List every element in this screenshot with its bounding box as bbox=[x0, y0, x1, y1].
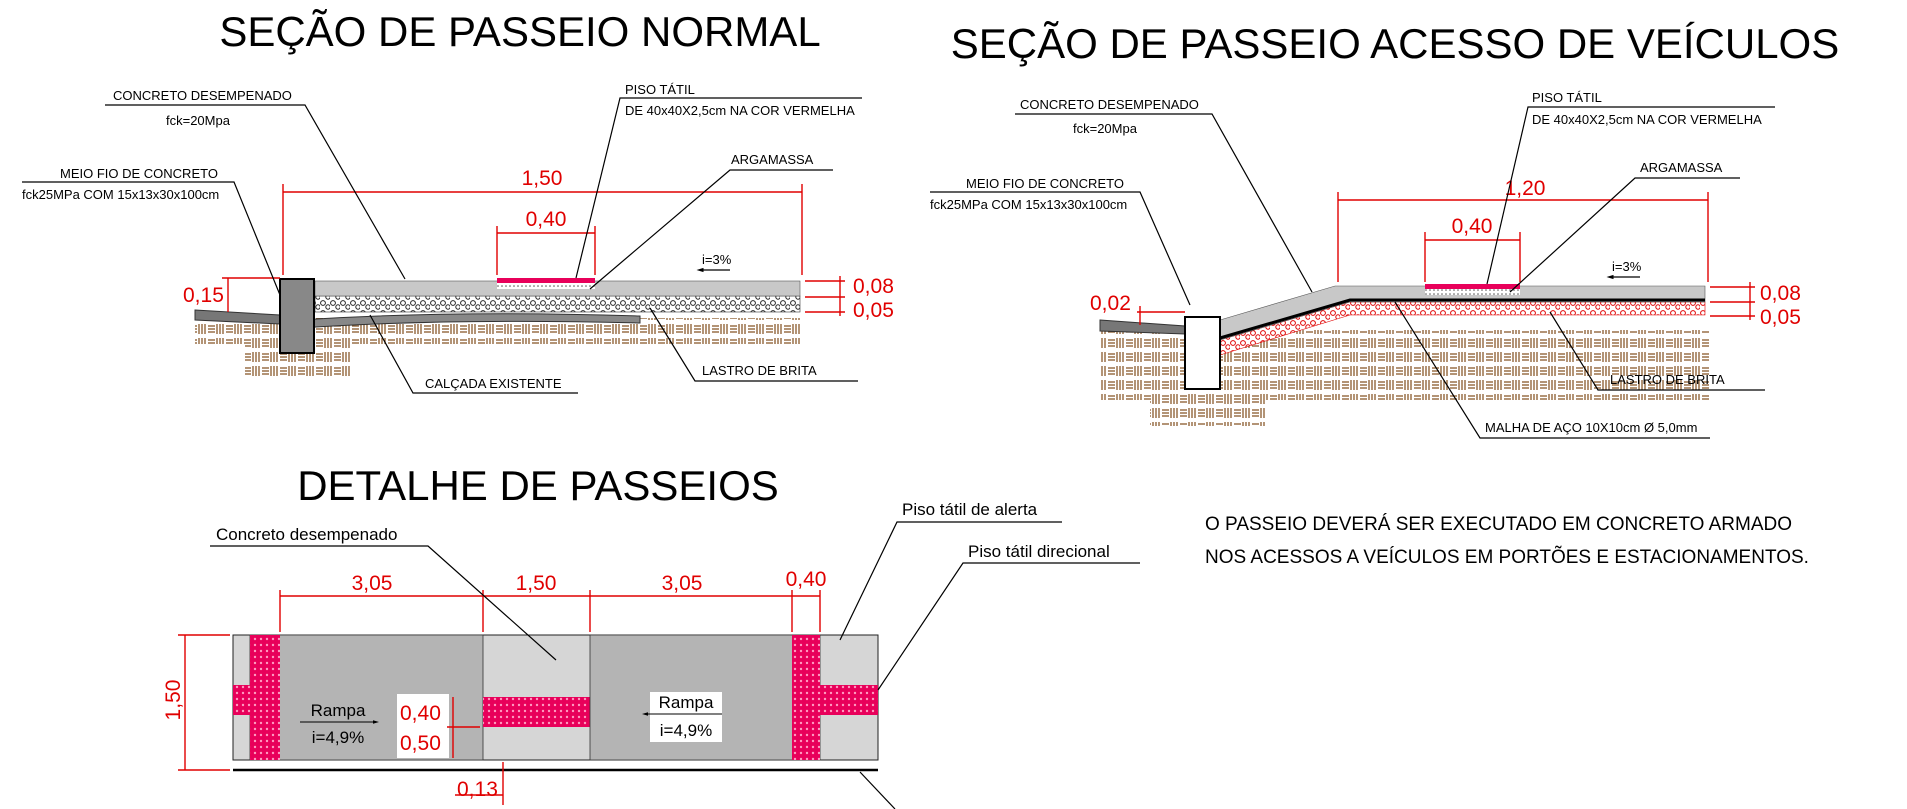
existing-sidewalk bbox=[299, 313, 641, 329]
leader-concrete bbox=[1015, 113, 1313, 293]
dim-tactile-value: 0,40 bbox=[1452, 215, 1493, 238]
leader-gravel bbox=[1549, 311, 1765, 391]
alert-tactile-left bbox=[250, 635, 280, 760]
tactile-spec: DE 40x40X2,5cm NA COR VERMELHA bbox=[1532, 112, 1762, 127]
curb-spec: fck25MPa COM 15x13x30x100cm bbox=[930, 197, 1127, 212]
dim-curb-value: 0,15 bbox=[183, 284, 224, 307]
road-pavement bbox=[1099, 319, 1186, 335]
concrete-label: CONCRETO DESEMPENADO bbox=[1020, 97, 1199, 112]
concrete-desempenado-label: Concreto desempenado bbox=[216, 525, 397, 544]
curb-spec: fck25MPa COM 15x13x30x100cm bbox=[22, 187, 219, 202]
leader-existing bbox=[369, 314, 578, 394]
leader-mesh bbox=[1394, 301, 1710, 439]
dim-height-value: 1,50 bbox=[162, 680, 185, 721]
concrete-label: CONCRETO DESEMPENADO bbox=[113, 88, 292, 103]
ramp-left-slope: i=4,9% bbox=[312, 728, 364, 747]
directional-tactile-left bbox=[233, 685, 250, 715]
section-vehicle: SEÇÃO DE PASSEIO ACESSO DE VEÍCULOS i=3%… bbox=[930, 20, 1840, 439]
leader-curb bbox=[930, 191, 1191, 306]
leader-alert bbox=[839, 521, 1062, 641]
directional-label: Piso tátil direcional bbox=[968, 542, 1110, 561]
slope-label: i=3% bbox=[702, 252, 732, 267]
mortar-layer bbox=[497, 283, 595, 289]
curb-label: MEIO FIO DE CONCRETO bbox=[60, 166, 218, 181]
leader-mortar bbox=[1509, 177, 1740, 293]
existing-label: CALÇADA EXISTENTE bbox=[425, 376, 562, 391]
gravel-base bbox=[314, 295, 801, 313]
directional-tactile-center bbox=[483, 697, 590, 727]
ramp-left-label: Rampa bbox=[311, 701, 366, 720]
dim-curb-value: 0,02 bbox=[1090, 292, 1131, 315]
leader-bottom bbox=[859, 771, 896, 809]
concrete-fck: fck=20Mpa bbox=[166, 113, 231, 128]
dim-top-value: 0,08 bbox=[853, 275, 894, 298]
ramp-right-box bbox=[650, 692, 722, 742]
steel-mesh bbox=[1219, 298, 1705, 340]
leader-mortar bbox=[589, 169, 833, 290]
dim-c-value: 3,05 bbox=[662, 572, 703, 595]
dim-width-value: 1,20 bbox=[1505, 177, 1546, 200]
slope-label: i=3% bbox=[1612, 259, 1642, 274]
dim-base-value: 0,05 bbox=[853, 299, 894, 322]
ramp-right-label: Rampa bbox=[659, 693, 714, 712]
gravel-label: LASTRO DE BRITA bbox=[1610, 372, 1725, 387]
alert-label: Piso tátil de alerta bbox=[902, 500, 1038, 519]
dim-tactile-value: 0,40 bbox=[526, 208, 567, 231]
dim-b-value: 1,50 bbox=[516, 572, 557, 595]
ramp-right-slope: i=4,9% bbox=[660, 721, 712, 740]
curb bbox=[1184, 316, 1221, 390]
leader-tactile bbox=[1486, 106, 1775, 285]
mortar-label: ARGAMASSA bbox=[1640, 160, 1723, 175]
leader-gravel bbox=[649, 307, 858, 382]
section-normal: SEÇÃO DE PASSEIO NORMAL i=3% 1,50 0,40 bbox=[22, 8, 894, 394]
leader-tactile bbox=[575, 97, 862, 279]
soil-layer-lower bbox=[1150, 400, 1265, 426]
tactile-label: PISO TÁTIL bbox=[625, 82, 695, 97]
tactile-tile bbox=[1425, 284, 1520, 289]
mortar-label: ARGAMASSA bbox=[731, 152, 814, 167]
dim-d-value: 0,40 bbox=[786, 568, 827, 591]
curb bbox=[279, 278, 315, 354]
mesh-label: MALHA DE AÇO 10X10cm Ø 5,0mm bbox=[1485, 420, 1697, 435]
alert-tactile-right bbox=[792, 635, 820, 760]
leader-concrete bbox=[210, 545, 557, 661]
dim-top-value: 0,08 bbox=[1760, 282, 1801, 305]
tactile-tile bbox=[497, 278, 595, 283]
tactile-label: PISO TÁTIL bbox=[1532, 90, 1602, 105]
mortar-layer bbox=[1425, 289, 1520, 295]
note-line-2: NOS ACESSOS A VEÍCULOS EM PORTÕES E ESTA… bbox=[1205, 546, 1809, 568]
section-normal-title: SEÇÃO DE PASSEIO NORMAL bbox=[219, 8, 820, 55]
detail-plan: DETALHE DE PASSEIOS 3,05 1,50 3,05 0,40 … bbox=[162, 462, 1140, 809]
note-line-1: O PASSEIO DEVERÁ SER EXECUTADO EM CONCRE… bbox=[1205, 514, 1792, 535]
gravel-label: LASTRO DE BRITA bbox=[702, 363, 817, 378]
dim-box bbox=[397, 694, 449, 758]
leader-directional bbox=[877, 562, 1140, 691]
dim-base-value: 0,05 bbox=[1760, 306, 1801, 329]
tactile-spec: DE 40x40X2,5cm NA COR VERMELHA bbox=[625, 103, 855, 118]
dim-f-value: 0,50 bbox=[400, 732, 441, 755]
leader-curb bbox=[22, 181, 281, 296]
dim-width-value: 1,50 bbox=[522, 167, 563, 190]
directional-tactile-right bbox=[820, 685, 878, 715]
curb-label: MEIO FIO DE CONCRETO bbox=[966, 176, 1124, 191]
concrete-fck: fck=20Mpa bbox=[1073, 121, 1138, 136]
detail-title: DETALHE DE PASSEIOS bbox=[297, 462, 779, 509]
section-vehicle-title: SEÇÃO DE PASSEIO ACESSO DE VEÍCULOS bbox=[951, 20, 1840, 67]
dim-e-value: 0,40 bbox=[400, 702, 441, 725]
dim-a-value: 3,05 bbox=[352, 572, 393, 595]
leader-concrete bbox=[105, 104, 406, 280]
dim-g-value: 0,13 bbox=[457, 778, 498, 801]
